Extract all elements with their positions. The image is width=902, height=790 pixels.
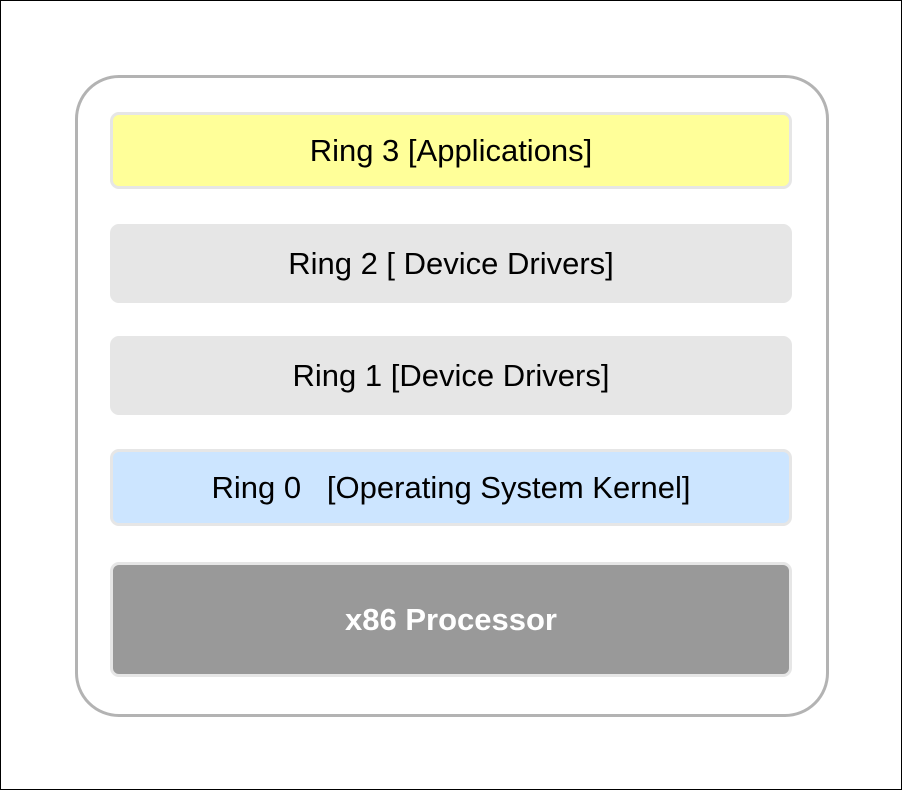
ring-2-layer: Ring 2 [ Device Drivers]	[110, 224, 792, 303]
ring-3-layer: Ring 3 [Applications]	[110, 112, 792, 189]
ring-1-layer: Ring 1 [Device Drivers]	[110, 336, 792, 415]
ring-0-label: Ring 0 [Operating System Kernel]	[211, 469, 691, 505]
x86-processor-layer: x86 Processor	[110, 562, 792, 677]
ring-0-layer: Ring 0 [Operating System Kernel]	[110, 449, 792, 526]
x86-processor-label: x86 Processor	[345, 601, 557, 637]
ring-1-label: Ring 1 [Device Drivers]	[292, 357, 610, 393]
ring-3-label: Ring 3 [Applications]	[309, 132, 593, 168]
ring-2-label: Ring 2 [ Device Drivers]	[288, 245, 614, 281]
